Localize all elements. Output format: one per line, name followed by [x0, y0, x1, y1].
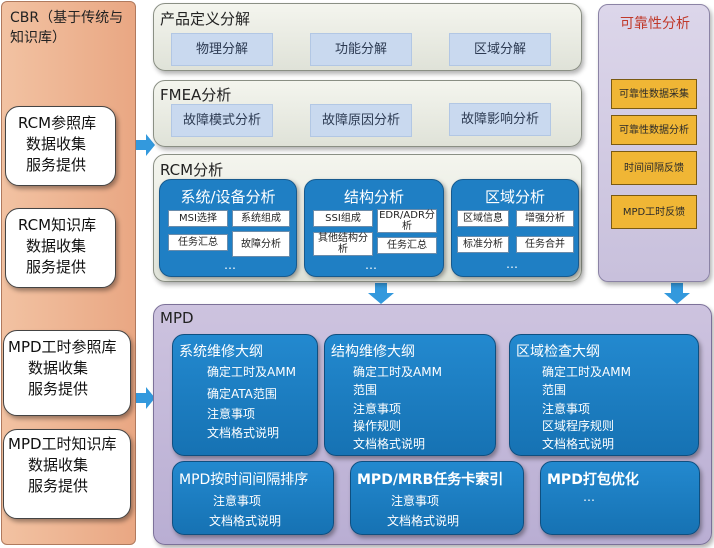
mpd-package-optimization-box[interactable]: MPD打包优化 … [540, 461, 700, 535]
functional-decomposition-box[interactable]: 功能分解 [310, 33, 412, 66]
rcm-group-system[interactable]: 系统/设备分析 MSI选择 系统组成 任务汇总 故障分析 … [159, 179, 297, 277]
rcm-group-title: 区域分析 [484, 188, 545, 206]
mpd-box-line: 文档格式说明 [353, 437, 426, 451]
cbr-item-line: 数据收集 [28, 359, 89, 377]
mpd-interval-ordering-box[interactable]: MPD按时间间隔排序 注意事项 文档格式说明 [172, 461, 334, 535]
rcm-more: … [224, 258, 236, 272]
mpd-box-title: 区域检查大纲 [516, 344, 600, 360]
cbr-item-line: 服务提供 [26, 258, 87, 276]
cbr-item-line: 服务提供 [28, 477, 89, 495]
failure-effect-analysis-box[interactable]: 故障影响分析 [449, 103, 551, 136]
arrow-reliability-to-mpd [664, 283, 690, 304]
rcm-cell[interactable]: 任务汇总 [168, 234, 228, 251]
rcm-group-zone[interactable]: 区域分析 区域信息 增强分析 标准分析 任务合并 … [451, 179, 579, 277]
mpd-box-line: 区域程序规则 [542, 419, 615, 433]
cbr-item-line: 数据收集 [28, 456, 89, 474]
rcm-title: RCM分析 [160, 161, 224, 179]
rcm-cell[interactable]: 任务汇总 [377, 237, 437, 254]
mpd-box-line: 注意事项 [391, 494, 440, 508]
cbr-item-line: 数据收集 [26, 135, 87, 153]
mpd-box-line: 操作规则 [353, 419, 402, 433]
mpd-task-card-index-box[interactable]: MPD/MRB任务卡索引 注意事项 文档格式说明 [350, 461, 524, 535]
arrow-cbr-to-mpd [136, 387, 155, 409]
cbr-item-mpd-knowledge[interactable]: MPD工时知识库 数据收集 服务提供 [3, 429, 131, 519]
mpd-box-line: 文档格式说明 [207, 426, 280, 440]
rcm-more: … [506, 257, 518, 271]
mpd-structure-program-box[interactable]: 结构维修大纲 确定工时及AMM 范围 注意事项 操作规则 文档格式说明 [324, 334, 496, 456]
cbr-item-rcm-knowledge[interactable]: RCM知识库 数据收集 服务提供 [5, 208, 116, 288]
physical-decomposition-box[interactable]: 物理分解 [171, 33, 273, 66]
fmea-title: FMEA分析 [160, 86, 232, 104]
mpd-box-title: 结构维修大纲 [331, 344, 415, 360]
mpd-box-line: 确定工时及AMM [542, 365, 631, 379]
rcm-cell[interactable]: 标准分析 [457, 236, 509, 253]
cbr-item-line: 服务提供 [28, 380, 89, 398]
cbr-item-line: RCM参照库 [18, 114, 97, 132]
product-definition-title: 产品定义分解 [160, 10, 251, 28]
failure-mode-analysis-box[interactable]: 故障模式分析 [171, 104, 273, 137]
fmea-panel: FMEA分析 故障模式分析 故障原因分析 故障影响分析 [153, 80, 582, 147]
interval-feedback-box[interactable]: 时间间隔反馈 [611, 151, 697, 185]
cbr-item-rcm-reference[interactable]: RCM参照库 数据收集 服务提供 [5, 106, 116, 186]
mpd-box-line: 范围 [542, 383, 567, 397]
mpd-box-line: 注意事项 [353, 402, 402, 416]
cbr-item-line: 服务提供 [26, 156, 87, 174]
mpd-box-title: MPD按时间间隔排序 [179, 472, 309, 488]
rcm-cell[interactable]: EDR/ADR分析 [377, 209, 437, 233]
reliability-title: 可靠性分析 [620, 16, 690, 32]
rcm-group-title: 结构分析 [343, 188, 404, 206]
mpd-box-line: 文档格式说明 [542, 437, 615, 451]
arrow-rcm-to-mpd [368, 283, 394, 304]
rcm-cell[interactable]: 区域信息 [457, 210, 509, 227]
mpd-box-line: 范围 [353, 383, 378, 397]
mpd-box-line: 文档格式说明 [209, 514, 282, 528]
mpd-box-line: 注意事项 [207, 407, 256, 421]
mpd-box-line: 确定工时及AMM [207, 365, 296, 379]
cbr-item-line: 数据收集 [26, 237, 87, 255]
cbr-item-line: MPD工时知识库 [8, 435, 117, 453]
mpd-title: MPD [160, 309, 194, 327]
mpd-box-line: 注意事项 [542, 402, 591, 416]
rcm-cell[interactable]: 故障分析 [232, 231, 290, 257]
reliability-data-collection-box[interactable]: 可靠性数据采集 [611, 79, 697, 109]
cbr-title: CBR（基于传统与知识库） [10, 10, 124, 46]
rcm-cell[interactable]: 任务合并 [516, 236, 574, 253]
mpd-box-line: 确定ATA范围 [207, 387, 277, 401]
mpd-box-title: MPD打包优化 [547, 472, 639, 488]
mpd-box-title: MPD/MRB任务卡索引 [357, 472, 504, 488]
rcm-cell[interactable]: 其他结构分析 [313, 232, 373, 256]
cbr-item-line: MPD工时参照库 [8, 338, 117, 356]
rcm-more: … [365, 258, 377, 272]
rcm-panel: RCM分析 系统/设备分析 MSI选择 系统组成 任务汇总 故障分析 … 结构分… [153, 154, 582, 282]
mpd-box-title: 系统维修大纲 [179, 344, 263, 360]
cbr-item-line: RCM知识库 [18, 216, 97, 234]
mpd-manhour-feedback-box[interactable]: MPD工时反馈 [611, 195, 697, 229]
cbr-item-mpd-reference[interactable]: MPD工时参照库 数据收集 服务提供 [3, 330, 131, 416]
rcm-cell[interactable]: SSI组成 [313, 210, 373, 227]
rcm-cell[interactable]: 系统组成 [232, 210, 290, 227]
rcm-cell[interactable]: MSI选择 [168, 210, 228, 227]
reliability-data-analysis-box[interactable]: 可靠性数据分析 [611, 115, 697, 145]
zonal-decomposition-box[interactable]: 区域分解 [449, 33, 551, 66]
mpd-panel: MPD 系统维修大纲 确定工时及AMM 确定ATA范围 注意事项 文档格式说明 … [153, 304, 712, 545]
mpd-box-line: … [583, 490, 595, 504]
mpd-box-line: 确定工时及AMM [353, 365, 442, 379]
mpd-box-line: 注意事项 [213, 494, 262, 508]
reliability-panel: 可靠性分析 可靠性数据采集 可靠性数据分析 时间间隔反馈 MPD工时反馈 [598, 4, 710, 282]
rcm-cell[interactable]: 增强分析 [516, 210, 574, 227]
failure-cause-analysis-box[interactable]: 故障原因分析 [310, 104, 412, 137]
mpd-box-line: 文档格式说明 [387, 514, 460, 528]
product-definition-panel: 产品定义分解 物理分解 功能分解 区域分解 [153, 3, 582, 71]
rcm-group-structure[interactable]: 结构分析 SSI组成 EDR/ADR分析 其他结构分析 任务汇总 … [304, 179, 444, 277]
mpd-zonal-program-box[interactable]: 区域检查大纲 确定工时及AMM 范围 注意事项 区域程序规则 文档格式说明 [509, 334, 699, 456]
mpd-system-program-box[interactable]: 系统维修大纲 确定工时及AMM 确定ATA范围 注意事项 文档格式说明 [172, 334, 318, 456]
rcm-group-title: 系统/设备分析 [180, 188, 276, 206]
arrow-cbr-to-rcm [136, 134, 155, 156]
